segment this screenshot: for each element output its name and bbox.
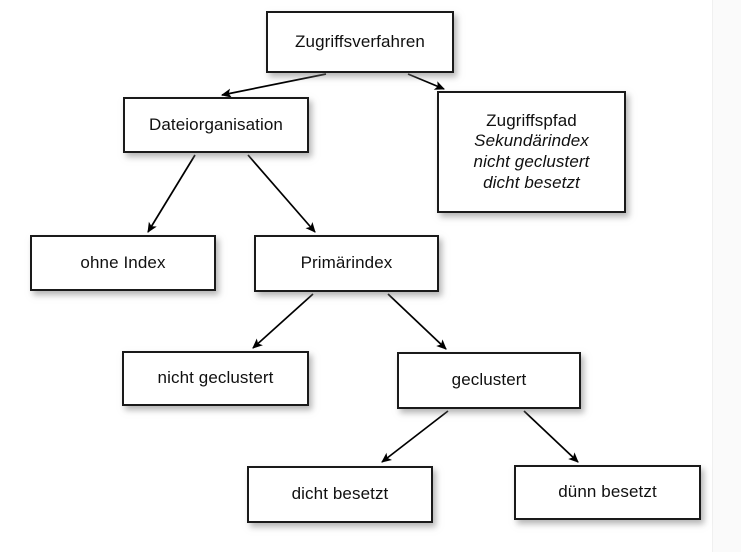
- arrow-dateiorganisation-to-ohne-index: [147, 154, 196, 233]
- node-primaerindex[interactable]: Primärindex: [254, 235, 439, 292]
- node-label-group: geclustert: [399, 370, 579, 391]
- node-label-line: Sekundärindex: [474, 131, 589, 151]
- node-label-group: nicht geclustert: [124, 368, 307, 389]
- node-duenn-besetzt[interactable]: dünn besetzt: [514, 465, 701, 520]
- arrow-zugriffsverfahren-to-dateiorganisation: [221, 73, 327, 98]
- node-label-group: Zugriffsverfahren: [268, 32, 452, 53]
- node-label-line: dicht besetzt: [291, 484, 389, 504]
- node-label-group: Primärindex: [256, 253, 437, 274]
- node-label-line: dünn besetzt: [558, 482, 657, 502]
- arrow-zugriffsverfahren-to-zugriffspfad: [407, 73, 445, 90]
- arrow-primaerindex-to-geclustert: [387, 293, 447, 350]
- node-label-group: Dateiorganisation: [125, 115, 307, 136]
- node-zugriffsverfahren[interactable]: Zugriffsverfahren: [266, 11, 454, 73]
- page-margin-strip: [712, 0, 741, 552]
- node-geclustert[interactable]: geclustert: [397, 352, 581, 409]
- node-label-group: dicht besetzt: [249, 484, 431, 505]
- node-ohne-index[interactable]: ohne Index: [30, 235, 216, 291]
- node-dicht-besetzt[interactable]: dicht besetzt: [247, 466, 433, 523]
- node-label-line: nicht geclustert: [157, 368, 274, 388]
- node-label-line: nicht geclustert: [473, 152, 590, 171]
- node-label-line: Primärindex: [300, 253, 393, 273]
- arrow-primaerindex-to-nicht-geclustert: [252, 293, 314, 349]
- node-label-line: Zugriffspfad: [486, 110, 577, 130]
- node-label-line: ohne Index: [80, 252, 166, 272]
- arrow-dateiorganisation-to-primaerindex: [247, 154, 316, 233]
- arrow-geclustert-to-dicht-besetzt: [381, 410, 449, 463]
- arrow-geclustert-to-duenn-besetzt: [523, 410, 579, 463]
- node-nicht-geclustert[interactable]: nicht geclustert: [122, 351, 309, 406]
- node-dateiorganisation[interactable]: Dateiorganisation: [123, 97, 309, 153]
- node-label-group: dünn besetzt: [516, 482, 699, 503]
- node-label-line: Zugriffsverfahren: [295, 31, 425, 51]
- node-label-line: geclustert: [451, 370, 527, 390]
- node-label-group: ohne Index: [32, 253, 214, 274]
- node-label-line: dicht besetzt: [483, 172, 580, 192]
- node-label-line: Dateiorganisation: [148, 114, 283, 134]
